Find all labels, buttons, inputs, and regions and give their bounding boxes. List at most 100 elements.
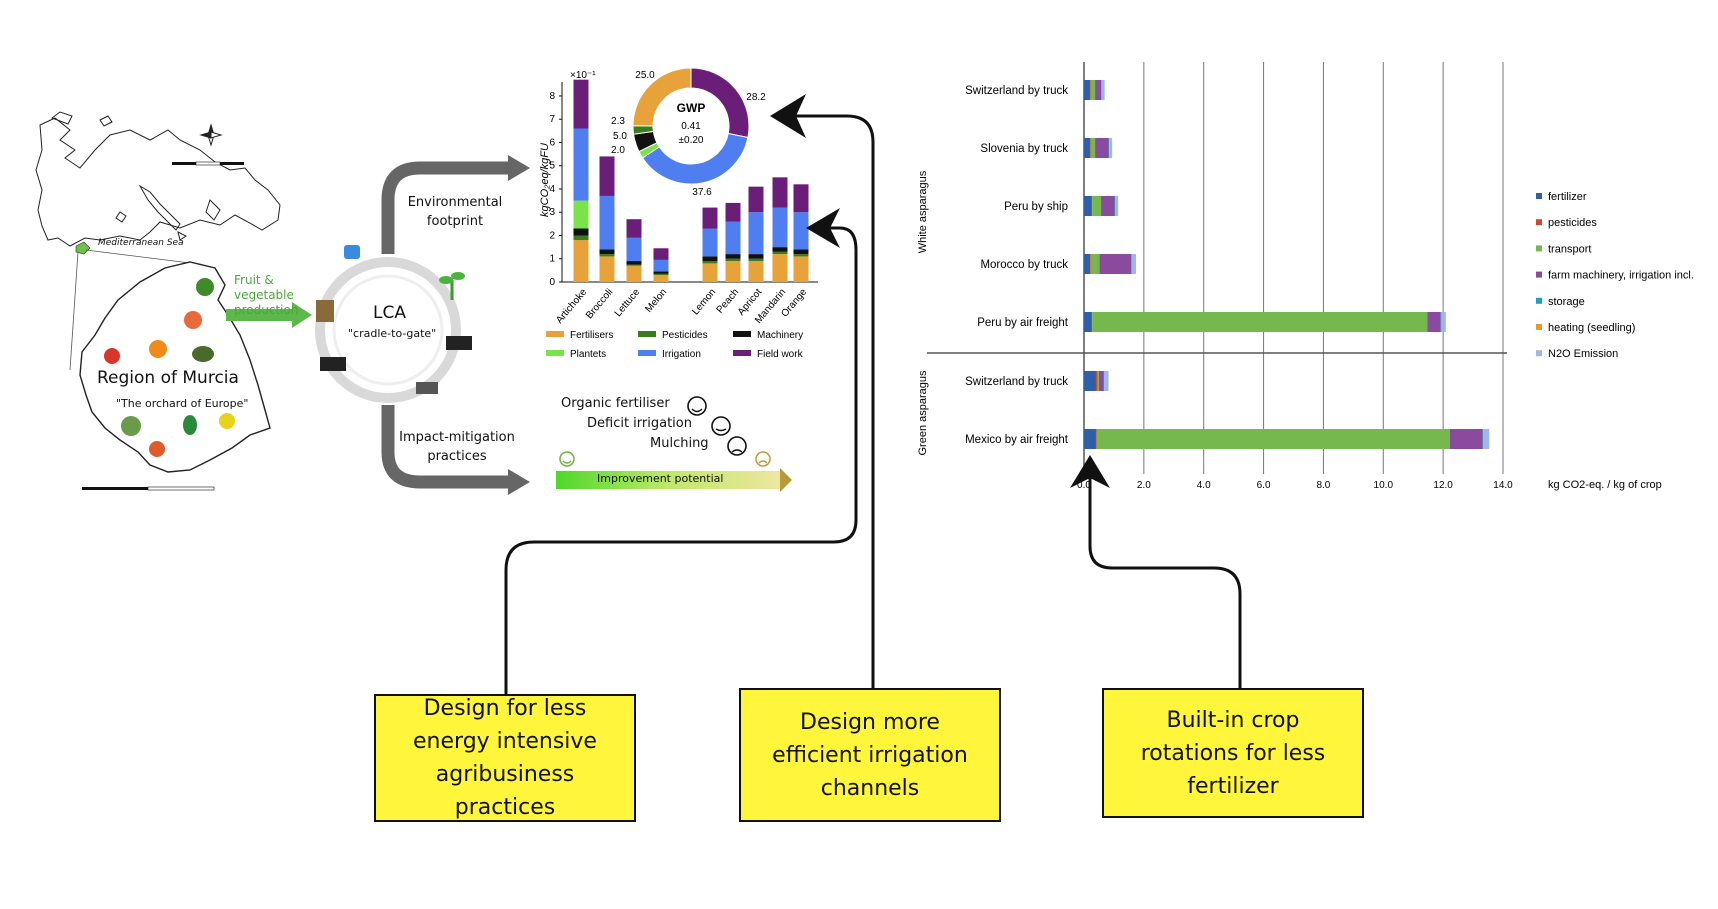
crop-bar-segment [725,261,741,282]
asp-category-label: Mexico by air freight [965,434,1069,446]
crop-y-tick-label: 3 [549,207,555,218]
crop-bar-segment [725,258,741,262]
crop-legend-swatch [733,331,751,337]
asp-bar-segment [1114,196,1116,216]
crop-bar-segment [793,249,809,255]
crop-bar-segment [626,264,642,266]
production-arrow [226,302,312,328]
artichoke-icon [121,416,141,436]
crop-multiplier: ×10⁻¹ [570,70,596,81]
asp-x-tick-label: 6.0 [1257,480,1271,491]
donut-value-label: 28.2 [746,92,766,103]
asp-bar-segment [1091,312,1093,332]
lca-mitigation-arrow [381,405,530,495]
lca-footprint-arrow [381,155,530,254]
donut-value-label: 2.0 [611,145,625,156]
orange-icon [149,340,167,358]
crop-category-label: Lettuce [613,287,643,320]
crop-bar-segment [573,228,589,236]
compass-icon [199,123,223,147]
sad-face-icon [755,451,771,467]
crop-bar-segment [702,256,718,262]
region-subtitle: "The orchard of Europe" [116,397,249,410]
crop-y-tick-label: 2 [549,230,555,241]
crop-y-tick-label: 6 [549,137,555,148]
asp-bar-segment [1092,312,1428,332]
lca-cycle [315,245,472,403]
asp-bar-segment [1096,429,1450,449]
crop-bar-segment [793,256,809,282]
connector-irrigation [790,114,875,690]
crop-bar-segment [626,237,642,262]
crop-bar-segment [573,235,589,241]
crop-y-tick-label: 8 [549,91,555,102]
lettuce-icon [183,415,197,435]
crop-bar-segment [725,254,741,259]
asp-bar-segment [1084,80,1090,100]
asp-legend-label: storage [1548,296,1585,308]
crop-legend-label: Plantets [570,349,606,360]
crop-bar-segment [573,79,589,129]
asp-x-tick-label: 4.0 [1197,480,1211,491]
crop-bar-segment [626,219,642,238]
asp-bar-segment [1084,196,1092,216]
asp-x-tick-label: 0.0 [1077,480,1091,491]
crop-legend-swatch [733,350,751,356]
asp-bar-segment [1098,371,1104,391]
crop-legend-swatch [546,350,564,356]
asp-bar-segment [1097,371,1099,391]
asp-bar-segment [1109,138,1113,158]
asp-x-tick-label: 2.0 [1137,480,1151,491]
arrowheads [770,94,1110,488]
map-scale-top [172,161,244,166]
crop-bar-segment [653,275,669,282]
asp-legend-swatch [1536,245,1542,252]
asp-bar-segment [1084,254,1090,274]
asp-bar-segment [1095,80,1102,100]
asp-bar-segment [1483,429,1490,449]
crop-bar-segment [725,202,741,222]
asp-legend-swatch [1536,350,1542,357]
crop-bar-segment [748,258,764,262]
europe-map [35,111,281,247]
donut-value: 0.41 [681,121,701,132]
crop-y-tick-label: 0 [549,277,555,288]
donut-error: ±0.20 [679,135,704,146]
asp-bar-segment [1089,80,1091,100]
asp-legend-swatch [1536,219,1542,226]
content-face-icon [711,416,731,436]
asp-category-label: Peru by air freight [977,317,1069,329]
asp-bar-segment [1115,196,1119,216]
mitigation-item-organic: Organic fertiliser [561,396,670,411]
asp-legend-label: pesticides [1548,217,1597,229]
asp-bar-segment [1084,429,1096,449]
crop-bar-segment [793,212,809,250]
crop-category-label: Melon [643,287,669,315]
asp-bar-segment [1099,254,1131,274]
asp-category-label: Switzerland by truck [965,376,1068,388]
fertilizer-bag-icon [316,300,334,322]
fruit-icons [104,278,235,457]
asp-x-label: kg CO2-eq. / kg of crop [1548,479,1662,491]
crop-bar-segment [702,263,718,282]
asp-bar-segment [1101,80,1105,100]
truck-icon [320,357,346,371]
crop-bar-segment [653,248,669,260]
asp-legend-swatch [1536,297,1542,304]
crop-bar-segment [748,254,764,259]
asp-bar-segment [1089,138,1091,158]
crop-bar-segment [772,247,788,252]
crop-bar-segment [599,195,615,250]
tomato-icon [104,348,120,364]
crop-bar-segment [653,259,669,272]
asp-legend-label: transport [1548,243,1591,255]
crop-bar-segment [626,261,642,265]
asp-x-tick-label: 12.0 [1433,480,1453,491]
asp-bar-segment [1103,371,1105,391]
lca-title: LCA [373,303,406,323]
asp-category-label: Switzerland by truck [965,85,1068,97]
asp-category-label: Morocco by truck [980,259,1068,271]
crop-legend-swatch [638,331,656,337]
